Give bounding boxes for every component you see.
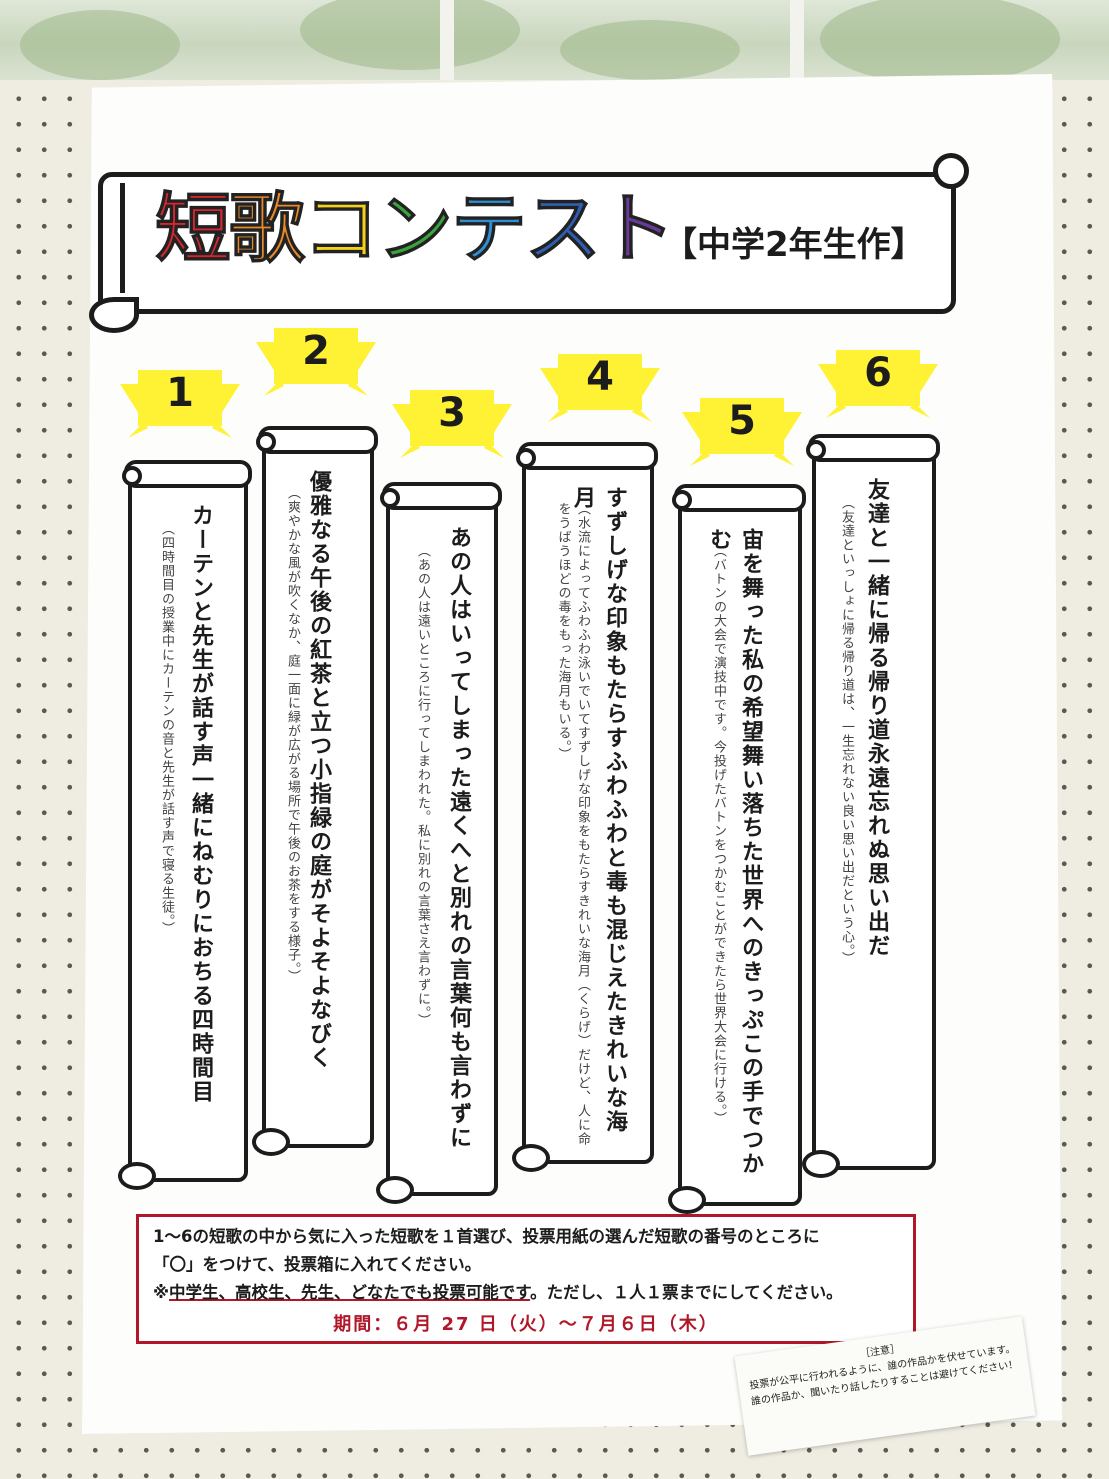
ribbon-number: 5 bbox=[728, 398, 756, 444]
ribbon-5: 5 bbox=[682, 392, 802, 472]
ribbon-number: 6 bbox=[864, 350, 892, 396]
poem-note: （バトンの大会で演技中です。今投げたバトンをつかむことができたら世界大会に行ける… bbox=[711, 544, 726, 1126]
ribbon-number: 3 bbox=[438, 390, 466, 436]
poem-text: カーテンと先生が話す声一緒にねむりにおちる四時間目 bbox=[188, 504, 213, 1104]
instruction-line-1: 1～6の短歌の中から気に入った短歌を１首選び、投票用紙の選んだ短歌の番号のところ… bbox=[153, 1227, 820, 1246]
instruction-line-2: 「〇」をつけて、投票箱に入れてください。 bbox=[153, 1255, 482, 1274]
title-char: ト bbox=[599, 184, 676, 273]
voting-instructions: 1～6の短歌の中から気に入った短歌を１首選び、投票用紙の選んだ短歌の番号のところ… bbox=[136, 1214, 916, 1344]
poem-scroll-4: すずしげな印象もたらすふわふわと毒も混じえたきれいな海月 （水流によってふわふわ… bbox=[512, 442, 658, 1172]
page-subtitle: 【中学2年生作】 bbox=[663, 225, 925, 265]
title-char: ス bbox=[525, 184, 602, 273]
poem-text: 宙を舞った私の希望舞い落ちた世界へのきっぷこの手でつかむ bbox=[706, 528, 763, 1176]
poem-note: （友達といっしょに帰る帰り道は、一生忘れない良い思い出だという心。） bbox=[839, 496, 854, 966]
title-char: 短 bbox=[155, 184, 232, 273]
ribbon-2: 2 bbox=[256, 322, 376, 402]
voting-period: 期間：６月 27 日（火）～７月６日（木） bbox=[333, 1314, 719, 1335]
poem-scroll-5: 宙を舞った私の希望舞い落ちた世界へのきっぷこの手でつかむ （バトンの大会で演技中… bbox=[668, 484, 806, 1214]
title-char: ン bbox=[377, 184, 454, 273]
poem-scroll-1: カーテンと先生が話す声一緒にねむりにおちる四時間目 （四時間目の授業中にカーテン… bbox=[118, 460, 252, 1190]
ribbon-number: 2 bbox=[302, 328, 330, 374]
ribbon-number: 4 bbox=[586, 354, 614, 400]
instruction-line-3: ※中学生、高校生、先生、どなたでも投票可能です。ただし、１人１票までにしてくださ… bbox=[153, 1283, 843, 1302]
title-char: テ bbox=[451, 184, 528, 273]
poem-note: （爽やかな風が吹くなか、庭一面に緑が広がる場所で午後のお茶をする様子。） bbox=[285, 486, 300, 984]
ribbon-number: 1 bbox=[166, 370, 194, 416]
poem-text: 優雅なる午後の紅茶と立つ小指緑の庭がそよそよなびく bbox=[306, 470, 331, 1070]
poem-text: あの人はいってしまった遠くへと別れの言葉何も言わずに bbox=[446, 526, 471, 1150]
title-char: 歌 bbox=[229, 184, 306, 273]
poem-text: 友達と一緒に帰る帰り道永遠忘れぬ思い出だ bbox=[864, 478, 889, 958]
ribbon-4: 4 bbox=[540, 348, 660, 428]
title-banner: 短歌コンテスト 【中学2年生作】 bbox=[89, 153, 969, 333]
eligibility-text: 中学生、高校生、先生、どなたでも投票可能です bbox=[169, 1283, 531, 1302]
poem-text: すずしげな印象もたらすふわふわと毒も混じえたきれいな海月 bbox=[570, 486, 627, 1134]
poem-note: （水流によってふわふわ泳いでいてすずしげな印象をもたらすきれいな海月（くらげ）だ… bbox=[555, 502, 591, 1146]
ribbon-3: 3 bbox=[392, 384, 512, 464]
poem-scroll-6: 友達と一緒に帰る帰り道永遠忘れぬ思い出だ （友達といっしょに帰る帰り道は、一生忘… bbox=[802, 434, 940, 1178]
page-title: 短歌コンテスト bbox=[155, 184, 676, 273]
poem-note: （四時間目の授業中にカーテンの音と先生が話す声で寝る生徒。） bbox=[159, 522, 174, 936]
ribbon-6: 6 bbox=[818, 344, 938, 424]
poem-note: （あの人は遠いところに行ってしまわれた。私に別れの言葉さえ言わずに。） bbox=[415, 544, 430, 1028]
poem-scroll-2: 優雅なる午後の紅茶と立つ小指緑の庭がそよそよなびく （爽やかな風が吹くなか、庭一… bbox=[252, 426, 378, 1156]
title-char: コ bbox=[303, 184, 380, 273]
ribbon-1: 1 bbox=[120, 364, 240, 444]
poem-scroll-3: あの人はいってしまった遠くへと別れの言葉何も言わずに （あの人は遠いところに行っ… bbox=[376, 482, 502, 1204]
